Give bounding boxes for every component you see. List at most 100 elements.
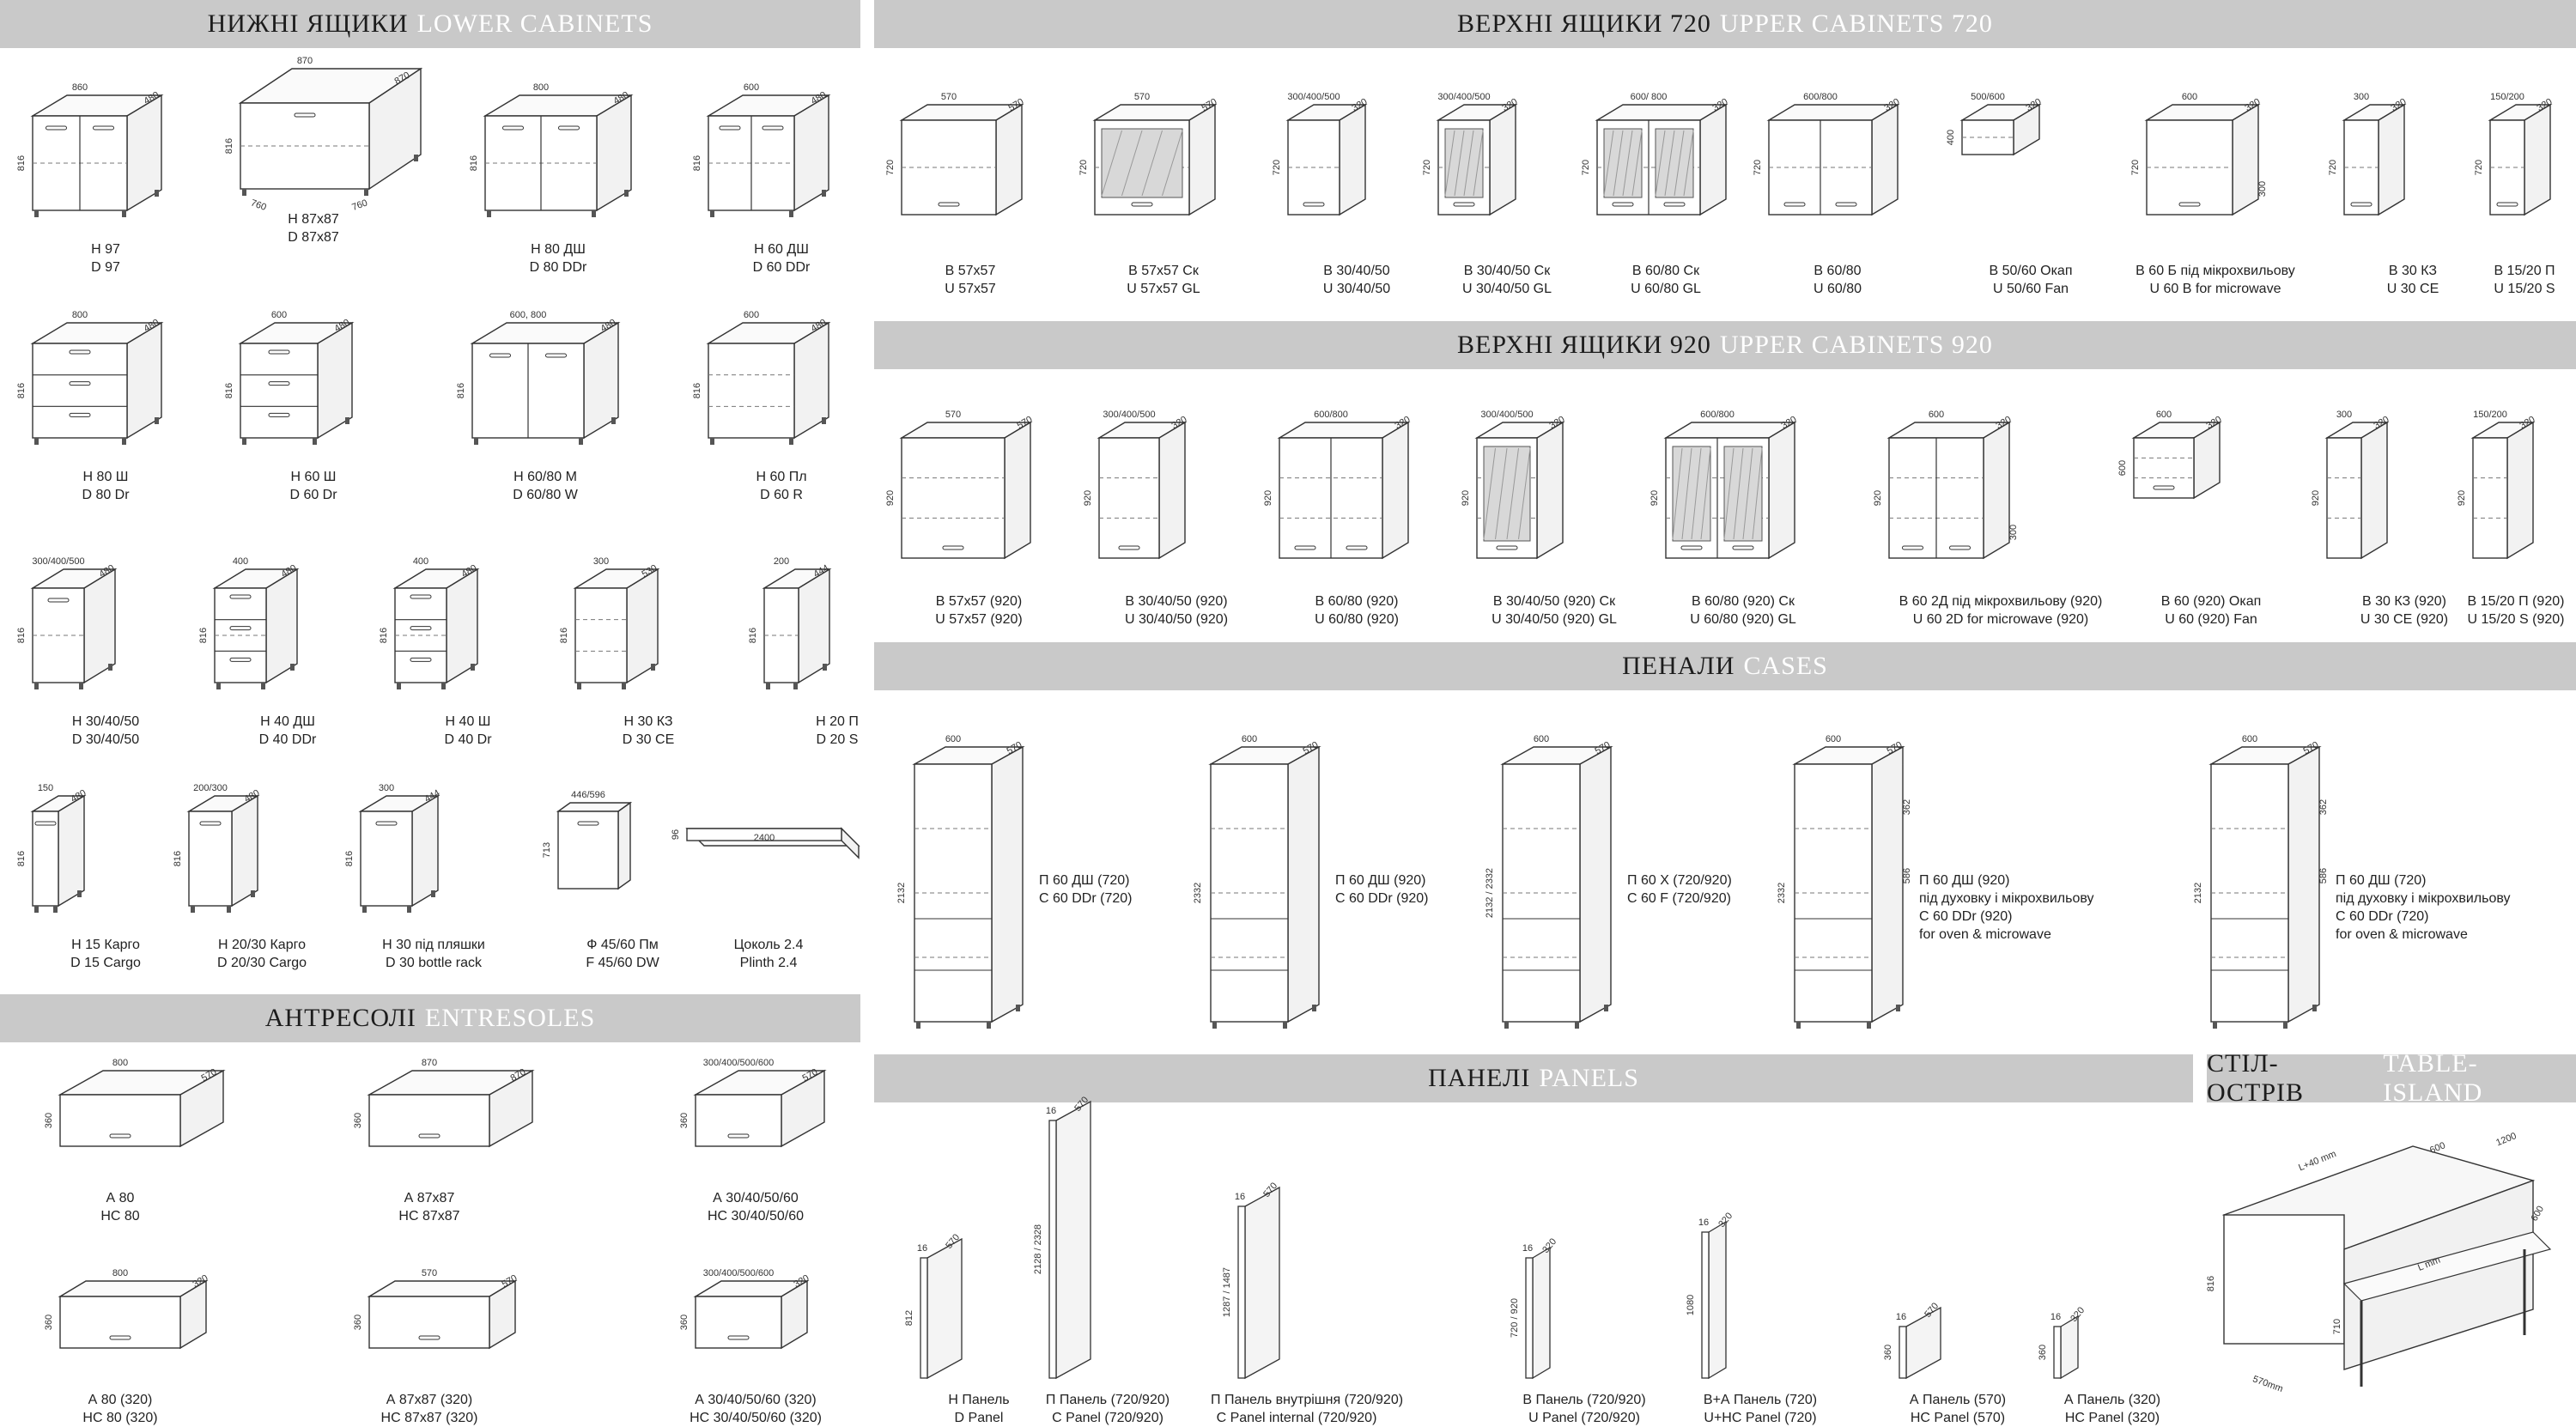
svg-text:360: 360 — [353, 1113, 363, 1128]
item-code-ua: В 30/40/50 (920) Ск — [1492, 594, 1616, 609]
upper920-drawing: 300/400/500 320 920 — [1461, 410, 1567, 560]
svg-text:816: 816 — [692, 383, 702, 398]
item-code-en: НС Panel (570) — [1910, 1411, 2006, 1425]
svg-text:200: 200 — [774, 556, 789, 567]
item-code-en: U 57x57 (920) — [935, 612, 1023, 627]
item-code-ua: В 57x57 Ск — [1128, 264, 1199, 278]
section-title-en: PANELS — [1539, 1064, 1639, 1092]
item-code-ua: Н 20/30 Карго — [218, 938, 306, 952]
svg-text:320: 320 — [1883, 97, 1902, 114]
item-code-ua: П 60 Х (720/920) — [1627, 873, 1732, 888]
svg-text:600/800: 600/800 — [1314, 410, 1348, 420]
svg-text:320: 320 — [2244, 97, 2263, 114]
section-title-en: UPPER CABINETS 720 — [1719, 9, 1993, 38]
item-code-en: for oven & microwave — [2336, 927, 2468, 942]
svg-text:150/200: 150/200 — [2490, 92, 2524, 102]
svg-text:150/200: 150/200 — [2473, 410, 2507, 420]
svg-text:720: 720 — [2328, 160, 2338, 175]
svg-text:360: 360 — [679, 1315, 690, 1330]
item-code-ua: В 50/60 Окап — [1989, 264, 2073, 278]
item-code-ua: В Панель (720/920) — [1522, 1393, 1646, 1407]
svg-text:713: 713 — [542, 842, 552, 858]
item-code-en: U 30 CE — [2386, 282, 2439, 296]
svg-text:16: 16 — [1698, 1218, 1709, 1228]
svg-text:600: 600 — [2182, 92, 2197, 102]
svg-text:816: 816 — [2206, 1276, 2216, 1291]
svg-text:150: 150 — [38, 783, 53, 793]
svg-text:570mm: 570mm — [2251, 1374, 2285, 1394]
svg-text:320: 320 — [1548, 415, 1567, 432]
svg-text:16: 16 — [2050, 1312, 2061, 1322]
item-code-ua: П 60 ДШ (720) — [2336, 873, 2427, 888]
item-code-ua: Цоколь 2.4 — [733, 938, 804, 952]
item-code-ua: П 60 ДШ (920) — [1335, 873, 1426, 888]
svg-text:300: 300 — [379, 783, 394, 793]
svg-text:920: 920 — [1649, 490, 1660, 506]
svg-text:300/400/500: 300/400/500 — [1480, 410, 1533, 420]
item-code-ua: В 60 2Д під мікрохвильову (920) — [1899, 594, 2103, 609]
svg-text:860: 860 — [72, 82, 88, 93]
svg-text:400: 400 — [1946, 130, 1956, 145]
svg-text:920: 920 — [1461, 490, 1471, 506]
svg-text:320: 320 — [1780, 415, 1799, 432]
item-code-en: С Panel internal (720/920) — [1216, 1411, 1377, 1425]
svg-text:600: 600 — [2242, 734, 2257, 744]
svg-text:720: 720 — [1753, 160, 1763, 175]
item-code-ua: В 30 КЗ (920) — [2362, 594, 2446, 609]
svg-text:720 / 920: 720 / 920 — [1510, 1298, 1520, 1338]
svg-text:816: 816 — [16, 383, 27, 398]
section-title-en: UPPER CABINETS 920 — [1719, 331, 1993, 359]
svg-text:320: 320 — [1711, 97, 1730, 114]
svg-text:816: 816 — [224, 138, 234, 154]
item-code-en: U 30/40/50 (920) GL — [1492, 612, 1617, 627]
item-code-en: U 60/80 (920) GL — [1690, 612, 1796, 627]
svg-text:812: 812 — [904, 1310, 914, 1326]
section-header-cases: ПЕНАЛИ CASES — [874, 642, 2576, 690]
svg-text:1080: 1080 — [1686, 1295, 1696, 1315]
svg-text:480: 480 — [243, 788, 262, 805]
item-code-ua: Н 60 Ш — [290, 470, 337, 484]
item-code-en: НС 80 (320) — [82, 1411, 158, 1425]
item-code-ua: А Панель (570) — [1909, 1393, 2007, 1407]
svg-text:570: 570 — [941, 92, 957, 102]
svg-text:400: 400 — [233, 556, 248, 567]
item-code-en: U Panel (720/920) — [1528, 1411, 1640, 1425]
item-code-ua: В 57x57 (920) — [935, 594, 1023, 609]
item-code-en: НС 30/40/50/60 — [707, 1209, 805, 1224]
item-code-en: U 15/20 S — [2494, 282, 2555, 296]
svg-text:920: 920 — [1083, 490, 1093, 506]
svg-text:300/400/500/600: 300/400/500/600 — [703, 1268, 775, 1278]
item-code-ua: Н 60 Пл — [756, 470, 807, 484]
item-code-ua: В 30 КЗ — [2388, 264, 2438, 278]
